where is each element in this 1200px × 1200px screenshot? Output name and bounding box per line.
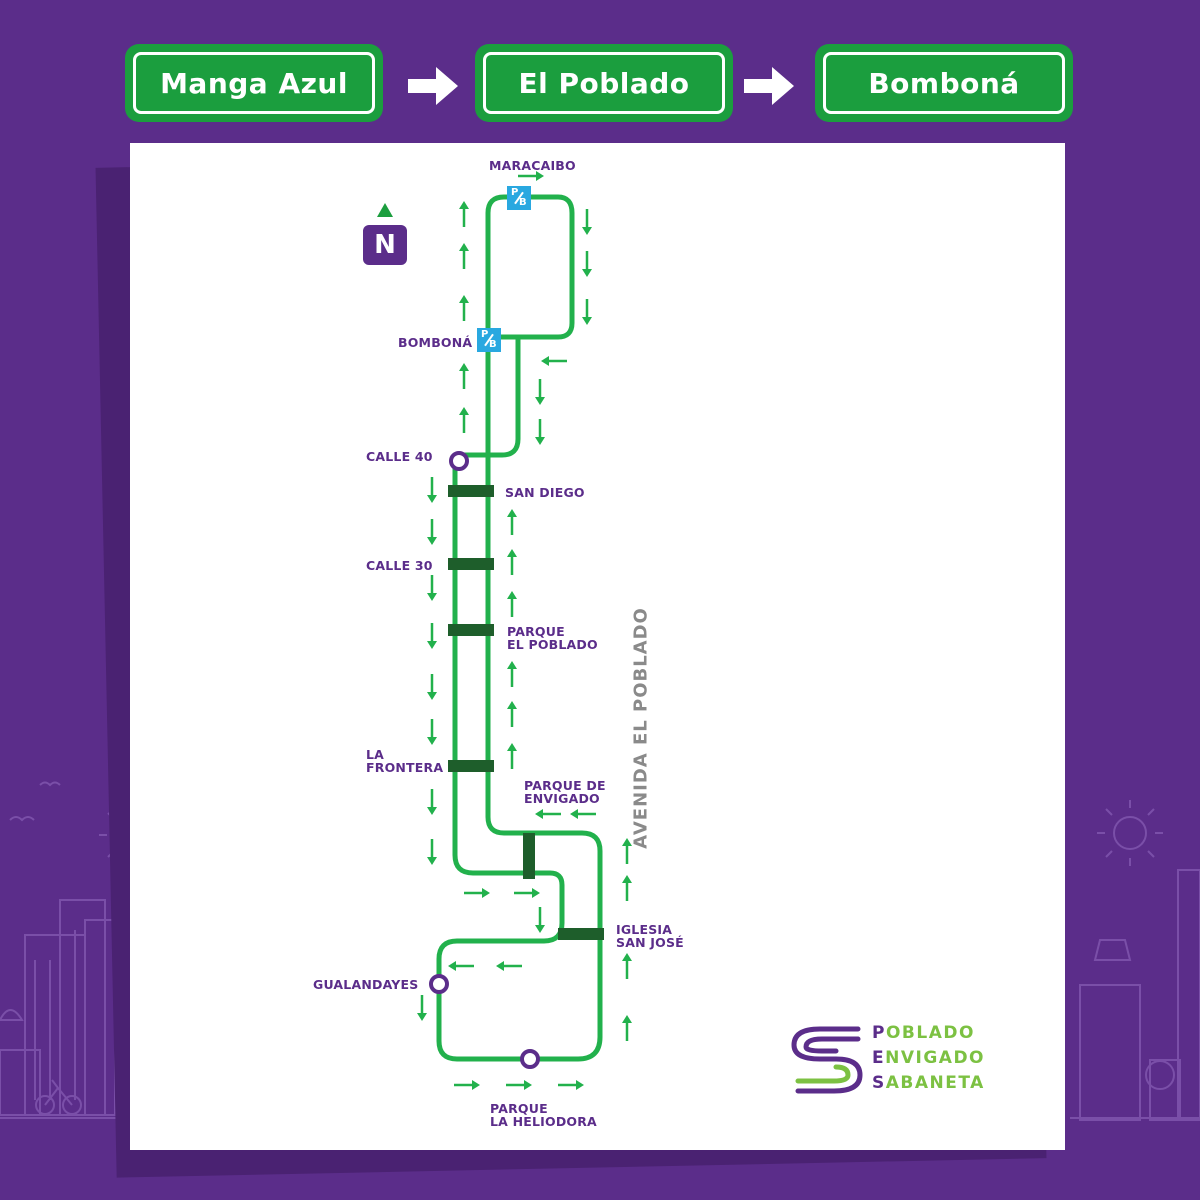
north-indicator: N bbox=[363, 203, 407, 269]
right-arrow-icon bbox=[408, 67, 458, 105]
route-stop-sign-el-poblado: El Poblado bbox=[475, 44, 733, 122]
avenue-label: AVENIDA EL POBLADO bbox=[630, 607, 652, 849]
north-arrow-icon bbox=[377, 203, 393, 217]
logo-text: POBLADO ENVIGADO SABANETA bbox=[872, 1021, 985, 1096]
station-bar-la-frontera bbox=[448, 760, 494, 772]
label-maracaibo: MARACAIBO bbox=[489, 158, 576, 173]
label-bombona: BOMBONÁ bbox=[398, 335, 473, 350]
label-calle-30: CALLE 30 bbox=[366, 558, 433, 573]
station-bar-iglesia-san-jose bbox=[558, 928, 604, 940]
route-lines bbox=[415, 169, 634, 1092]
route-stop-sign-manga-azul: Manga Azul bbox=[125, 44, 383, 122]
poblado-envigado-sabaneta-logo: POBLADO ENVIGADO SABANETA bbox=[788, 1021, 988, 1101]
route-stop-sign-bombona: Bomboná bbox=[815, 44, 1073, 122]
route-stop-label: Bomboná bbox=[823, 52, 1065, 114]
label-calle-40: CALLE 40 bbox=[366, 449, 433, 464]
station-bars bbox=[448, 485, 604, 940]
station-bar-parque-el-poblado bbox=[448, 624, 494, 636]
station-bar-calle-30 bbox=[448, 558, 494, 570]
s-route-logo-icon bbox=[791, 1026, 863, 1094]
stop-circle-parque-la-heliodora bbox=[520, 1049, 540, 1069]
label-gualandayes: GUALANDAYES bbox=[313, 977, 419, 992]
logo-line: ENVIGADO bbox=[872, 1048, 986, 1068]
route-stop-label: El Poblado bbox=[483, 52, 725, 114]
station-bar-san-diego bbox=[448, 485, 494, 497]
stop-circle-calle-40 bbox=[449, 451, 469, 471]
stop-circle-gualandayes bbox=[429, 974, 449, 994]
station-bar-parque-de-envigado bbox=[523, 833, 535, 879]
logo-line: POBLADO bbox=[872, 1023, 975, 1043]
label-san-diego: SAN DIEGO bbox=[505, 485, 585, 500]
logo-line: SABANETA bbox=[872, 1073, 985, 1093]
north-label: N bbox=[363, 225, 407, 265]
right-arrow-icon bbox=[744, 67, 794, 105]
route-stop-label: Manga Azul bbox=[133, 52, 375, 114]
